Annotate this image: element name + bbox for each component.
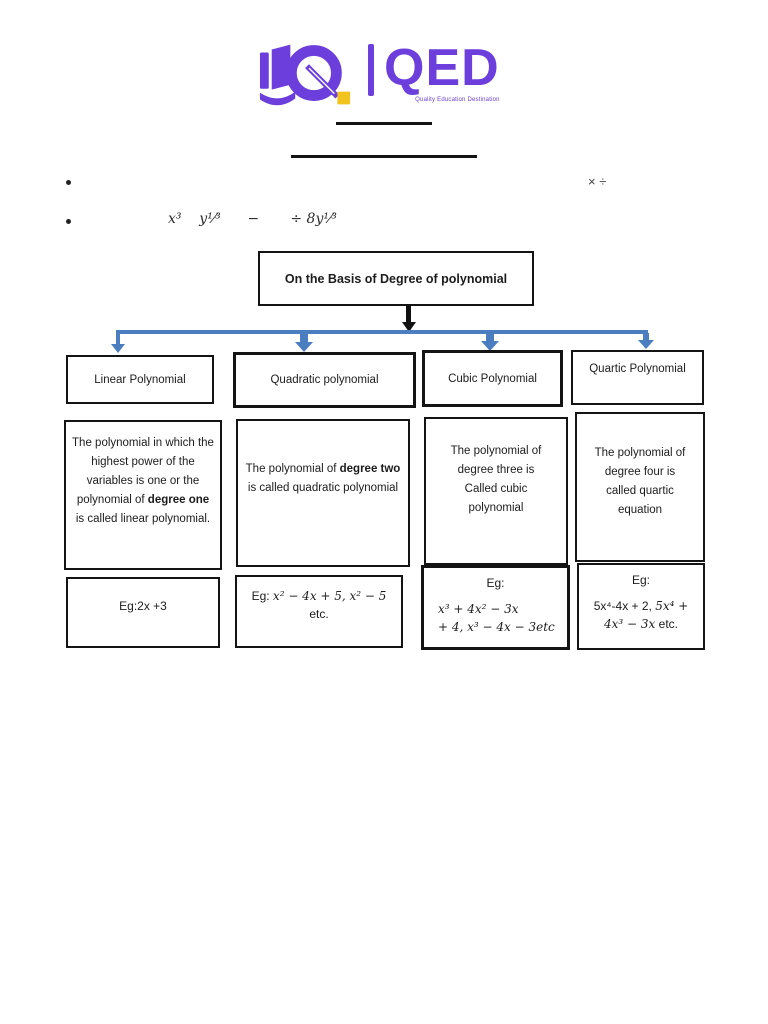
branch-arrow-stem: [486, 333, 494, 342]
description-box-quartic: The polynomial of degree four is called …: [575, 412, 705, 562]
description-pre: The polynomial in which the highest powe…: [72, 437, 214, 506]
bullet-dot: [66, 219, 71, 224]
description-box-cubic: The polynomial of degree three is Called…: [424, 417, 568, 565]
header-box-quartic: Quartic Polynomial: [571, 350, 704, 405]
example-math: 4x³ − 3x: [604, 617, 656, 631]
operator-symbols: × ÷: [588, 174, 607, 189]
example-box-quadratic: Eg: x² − 4x + 5, x² − 5 etc.: [235, 575, 403, 648]
branch-arrow-stem: [116, 333, 120, 345]
description-box-linear: The polynomial in which the highest powe…: [64, 420, 222, 570]
flowchart-root-box: On the Basis of Degree of polynomial: [258, 251, 534, 306]
header-label: Quadratic polynomial: [270, 374, 379, 386]
example-plain: etc.: [655, 617, 678, 631]
description-post: is called linear polynomial.: [75, 512, 211, 525]
description-bold: degree two: [339, 463, 401, 476]
flowchart-root-label: On the Basis of Degree of polynomial: [284, 271, 508, 286]
heading-underline-short: [336, 122, 432, 125]
branch-arrow-stem: [300, 333, 308, 343]
example-text: Eg:2x +3: [119, 599, 167, 613]
description-text: The polynomial of degree two is called q…: [244, 460, 402, 498]
description-post: is called quadratic polynomial: [247, 482, 399, 494]
header-box-quadratic: Quadratic polynomial: [233, 352, 416, 408]
description-bold: degree one: [147, 493, 210, 506]
example-math: 5x⁴ +: [655, 599, 689, 613]
example-math: x² − 4x + 5, x² − 5: [272, 589, 387, 603]
description-text: The polynomial of degree four is called …: [583, 444, 697, 520]
qed-logo: QED Quality Education Destination: [258, 40, 500, 108]
example-plain: 5x⁴-4x + 2,: [593, 599, 656, 613]
example-etc: etc.: [309, 607, 329, 621]
header-label: Quartic Polynomial: [589, 363, 686, 375]
logo-divider: [368, 44, 374, 96]
branch-arrow-down-icon: [481, 341, 499, 351]
description-text: The polynomial in which the highest powe…: [72, 434, 214, 529]
description-pre: The polynomial of degree three is Called…: [450, 445, 542, 514]
example-box-linear: Eg:2x +3: [66, 577, 220, 648]
heading-underline-long: [291, 155, 477, 158]
example-box-cubic: Eg: x³ + 4x² − 3x + 4, x³ − 4x − 3etc: [421, 565, 570, 650]
description-pre: The polynomial of: [245, 463, 340, 476]
header-label: Linear Polynomial: [94, 373, 186, 386]
branch-arrow-down-icon: [295, 342, 313, 352]
header-label: Cubic Polynomial: [448, 372, 537, 385]
header-box-linear: Linear Polynomial: [66, 355, 214, 404]
example-box-quartic: Eg: 5x⁴-4x + 2, 5x⁴ + 4x³ − 3x etc.: [577, 563, 705, 650]
example-label: Eg:: [251, 589, 273, 603]
example-text: Eg: 5x⁴-4x + 2, 5x⁴ + 4x³ − 3x etc.: [579, 571, 703, 633]
example-text: Eg: x² − 4x + 5, x² − 5 etc.: [237, 587, 401, 623]
branch-arrow-down-icon: [638, 340, 654, 349]
example-math: + 4, x³ − 4x − 3etc: [438, 620, 555, 634]
description-text: The polynomial of degree three is Called…: [432, 442, 560, 518]
header-box-cubic: Cubic Polynomial: [422, 350, 563, 407]
example-label: Eg:: [486, 576, 505, 590]
brand-tagline: Quality Education Destination: [415, 97, 500, 103]
description-box-quadratic: The polynomial of degree two is called q…: [236, 419, 410, 567]
example-math: x³ + 4x² − 3x: [438, 602, 519, 616]
connector-line: [116, 330, 648, 334]
branch-arrow-stem: [643, 333, 649, 341]
root-arrow-down-icon: [401, 322, 416, 332]
description-pre: The polynomial of degree four is called …: [594, 447, 686, 516]
logo-book-q-icon: [259, 44, 351, 106]
example-label: Eg:: [631, 573, 650, 587]
example-text: Eg: x³ + 4x² − 3x + 4, x³ − 4x − 3etc: [424, 574, 567, 636]
bullet-dot: [66, 180, 71, 185]
root-arrow-stem: [406, 306, 411, 323]
branch-arrow-down-icon: [111, 344, 125, 353]
math-expression-line: x³ y¹⁄³ − ÷ 8y¹⁄³: [168, 211, 337, 227]
brand-text: QED: [384, 39, 500, 97]
